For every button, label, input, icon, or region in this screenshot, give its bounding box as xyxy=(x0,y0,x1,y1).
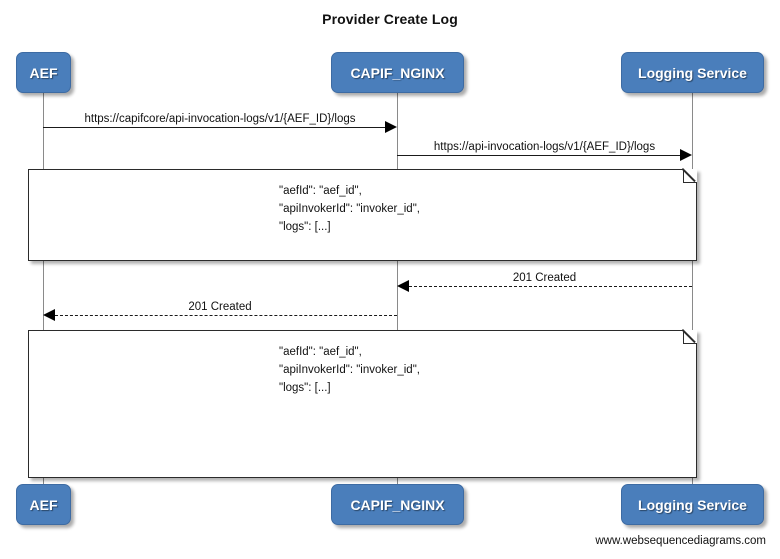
message-line-m1 xyxy=(43,127,386,128)
note-text-1: "aefId": "aef_id", "apiInvokerId": "invo… xyxy=(279,185,420,233)
message-label-m1: https://capifcore/api-invocation-logs/v1… xyxy=(84,113,356,125)
participant-label-aef-bottom: AEF xyxy=(29,496,58,513)
page-title: Provider Create Log xyxy=(322,11,458,27)
message-line-m4 xyxy=(55,315,397,316)
participant-label-capif-nginx-top: CAPIF_NGINX xyxy=(350,64,445,81)
note-box-2: "aefId": "aef_id", "apiInvokerId": "invo… xyxy=(28,330,697,478)
message-label-m3: 201 Created xyxy=(512,272,577,284)
note-text-2: "aefId": "aef_id", "apiInvokerId": "invo… xyxy=(279,346,420,394)
lifeline-logging-service xyxy=(692,93,693,485)
message-label-m4: 201 Created xyxy=(188,301,252,313)
message-line-m3 xyxy=(409,286,692,287)
participant-label-capif-nginx-bottom: CAPIF_NGINX xyxy=(350,496,445,513)
participant-label-logging-service-top: Logging Service xyxy=(638,64,747,81)
participant-label-aef-top: AEF xyxy=(29,64,58,81)
message-arrowhead-m2 xyxy=(680,149,692,161)
participant-aef-top[interactable]: AEF xyxy=(16,52,71,93)
footer-watermark: www.websequencediagrams.com xyxy=(595,535,766,547)
note-box-1: "aefId": "aef_id", "apiInvokerId": "invo… xyxy=(28,169,697,261)
participant-capif-nginx-top[interactable]: CAPIF_NGINX xyxy=(331,52,464,93)
message-label-m2: https://api-invocation-logs/v1/{AEF_ID}/… xyxy=(433,141,656,153)
message-line-m2 xyxy=(397,155,681,156)
message-arrowhead-m1 xyxy=(385,121,397,133)
message-arrowhead-m3 xyxy=(397,280,409,292)
lifeline-aef xyxy=(43,93,44,485)
participant-label-logging-service-bottom: Logging Service xyxy=(638,496,747,513)
participant-logging-service-top[interactable]: Logging Service xyxy=(621,52,764,93)
note-fold-corner-icon xyxy=(683,330,697,344)
participant-logging-service-bottom[interactable]: Logging Service xyxy=(621,484,764,525)
note-fold-corner-icon xyxy=(683,169,697,183)
participant-aef-bottom[interactable]: AEF xyxy=(16,484,71,525)
participant-capif-nginx-bottom[interactable]: CAPIF_NGINX xyxy=(331,484,464,525)
message-arrowhead-m4 xyxy=(43,309,55,321)
